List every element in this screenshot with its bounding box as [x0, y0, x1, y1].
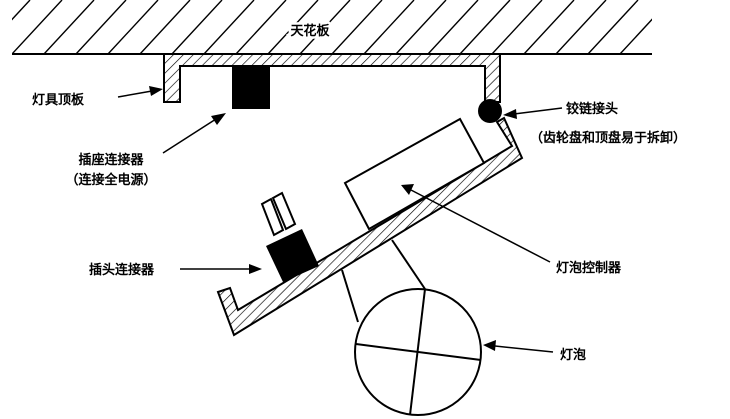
- lamp-top-plate-label: 灯具顶板: [32, 92, 85, 108]
- plug-connector-label: 插头连接器: [89, 262, 155, 278]
- ceiling-hatch-line: [12, 0, 63, 54]
- ceiling: [12, 0, 730, 55]
- ceiling-hatch-line: [587, 0, 639, 54]
- ceiling-hatch-line: [491, 0, 543, 54]
- ceiling-hatch-line: [619, 18, 652, 54]
- ceiling-hatch-line: [203, 0, 255, 54]
- bulb-label: 灯泡: [560, 347, 586, 363]
- plug-connector: [260, 191, 319, 282]
- socket-note-label: （连接全电源）: [65, 172, 156, 188]
- ceiling-label: 天花板: [290, 23, 330, 39]
- ceiling-hatch-line: [555, 0, 607, 54]
- socket-connector-label: 插座连接器: [78, 152, 144, 168]
- bulb: [354, 288, 482, 416]
- ceiling-hatch-line: [395, 0, 447, 54]
- hinge-joint-label: 铰链接头: [566, 101, 618, 117]
- ceiling-hatch-line: [107, 0, 159, 54]
- ceiling-hatch-line: [139, 0, 191, 54]
- ceiling-hatch-line: [331, 0, 383, 54]
- ceiling-hatch-line: [12, 0, 31, 21]
- ceiling-hatch-line: [43, 0, 95, 54]
- ceiling-hatch-line: [171, 0, 223, 54]
- lamp-tray: [216, 116, 524, 337]
- ceiling-hatch-line: [75, 0, 127, 54]
- ceiling-hatch-line: [363, 0, 415, 54]
- hinge-joint: [478, 99, 502, 123]
- ceiling-hatch-line: [459, 0, 511, 54]
- ceiling-hatch-line: [523, 0, 575, 54]
- ceiling-hatch-line: [235, 0, 287, 54]
- ceiling-hatch-line: [267, 0, 319, 54]
- bulb-controller-box: [343, 117, 486, 231]
- lamp-top-plate: [163, 53, 501, 103]
- ceiling-hatch-line: [651, 52, 652, 54]
- ceiling-hatch-line: [684, 0, 730, 54]
- hinge-note-label: （齿轮盘和顶盘易于拆卸）: [530, 130, 686, 146]
- ceiling-hatch-line: [299, 0, 351, 54]
- leader-lines: [117, 86, 563, 353]
- socket-connector-block: [232, 67, 270, 109]
- bulb-stem: [341, 239, 426, 323]
- ceiling-hatch-line: [427, 0, 479, 54]
- labels: 天花板 灯具顶板 铰链接头 （齿轮盘和顶盘易于拆卸） 插座连接器 （连接全电源）…: [32, 21, 686, 364]
- bulb-controller-label: 灯泡控制器: [556, 260, 622, 276]
